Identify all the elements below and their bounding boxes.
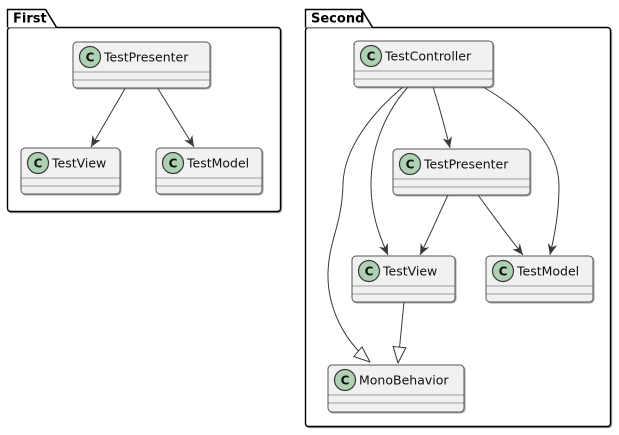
class-icon-letter: C [86,50,95,64]
class-circle-icon [357,259,381,283]
class-box [72,41,211,89]
class-name: TestModel [516,264,579,279]
edge-testcontroller-extends-monobehavior [327,86,404,362]
class-name: TestPresenter [103,50,189,65]
class-icon-letter: C [499,264,508,278]
class-circle-icon [491,259,515,283]
class-box [392,148,531,196]
class-icon-letter: C [367,49,376,63]
class-box [327,364,465,413]
class-box [353,40,494,88]
class-name: TestModel [186,156,249,171]
class-name: TestView [51,156,106,171]
class-name: MonoBehavior [359,373,449,388]
class-circle-icon [26,151,50,175]
class-icon-letter: C [365,264,374,278]
class-first-testview: C TestView [20,147,121,195]
class-icon-letter: C [341,373,350,387]
class-second-testview: C TestView [351,255,456,303]
package-second-label: Second [311,12,364,27]
edge-testview-extends-monobehavior [398,301,404,363]
class-first-testpresenter: C TestPresenter [72,41,211,89]
edge-first-testpresenter-to-testmodel [156,86,195,148]
class-circle-icon [398,152,422,176]
class-second-testmodel: C TestModel [485,255,594,303]
class-circle-icon [161,151,185,175]
class-icon-letter: C [34,156,43,170]
edge-second-testpresenter-to-testview [419,194,449,256]
class-circle-icon [333,368,357,392]
class-icon-letter: C [169,156,178,170]
class-second-testcontroller: C TestController [353,40,494,88]
package-second-tab [304,8,374,28]
class-first-testmodel: C TestModel [155,147,263,195]
class-second-monobehavior: C MonoBehavior [327,364,465,413]
class-circle-icon [78,45,102,69]
edge-first-testpresenter-to-testview [90,86,127,148]
class-name: TestPresenter [423,157,509,172]
package-first-label: First [13,12,47,27]
class-circle-icon [359,44,383,68]
edge-testcontroller-to-testpresenter [432,86,452,149]
edge-second-testpresenter-to-testmodel [477,194,524,256]
package-first-tab [6,8,58,28]
class-icon-letter: C [406,157,415,171]
edge-testcontroller-to-testmodel [482,86,560,256]
class-name: TestController [384,49,472,64]
edge-testcontroller-to-testview [370,86,409,256]
class-second-testpresenter: C TestPresenter [392,148,531,196]
class-name: TestView [382,264,437,279]
